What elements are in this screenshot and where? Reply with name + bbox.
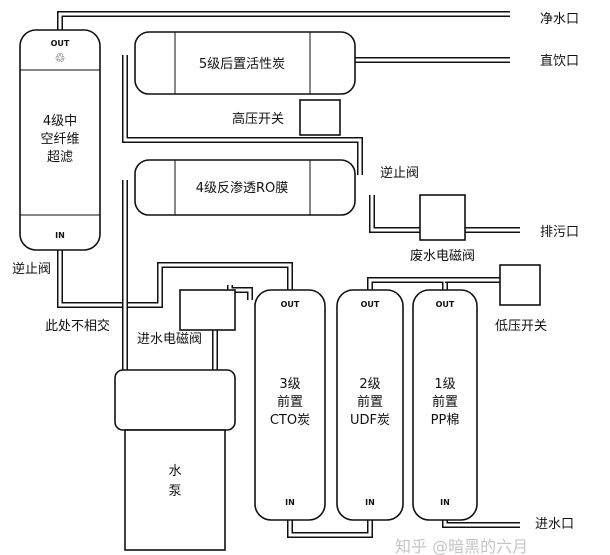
out-label: OUT [436,300,455,309]
inlet-solenoid-valve [179,289,236,331]
pipes [57,11,520,538]
pp-label-2: 前置 [432,394,458,410]
high-pressure-switch [299,99,341,136]
udf-label-2: 前置 [357,394,383,410]
inlet-solenoid-label: 进水电磁阀 [137,332,202,347]
pp-label-1: 1级 [434,377,455,392]
pure-outlet-label: 净水口 [540,12,579,27]
inlet-label: 进水口 [535,517,574,532]
uf-label-3: 超滤 [47,150,73,165]
in-label: IN [440,498,450,507]
cto-label-1: 3级 [279,377,300,392]
pump-label-2: 泵 [168,484,181,499]
pp-label-3: PP棉 [431,413,460,428]
direct-outlet-label: 直饮口 [540,54,579,69]
udf-cartridge: OUT 2级 前置 UDF炭 IN [336,289,404,521]
in-label: IN [365,498,375,507]
post-carbon-label: 5级后置活性炭 [199,57,285,72]
ro-label: 4级反渗透RO膜 [196,181,289,196]
post-carbon-cartridge: 5级后置活性炭 [134,31,356,95]
waste-solenoid-label: 废水电磁阀 [410,248,475,264]
watermark: 知乎 @暗黑的六月 [395,537,528,555]
low-pressure-switch-label: 低压开关 [495,319,547,334]
udf-label-1: 2级 [359,377,380,392]
low-pressure-switch [499,264,541,306]
pump: 水 泵 [114,369,236,551]
out-label: OUT [51,39,70,48]
no-cross-label: 此处不相交 [45,318,110,334]
in-label: IN [55,231,65,240]
uf-cartridge: OUT ♲ 4级中 空纤维 超滤 IN [19,29,101,251]
in-label: IN [285,498,295,507]
recycle-icon: ♲ [55,51,66,65]
pp-cartridge: OUT 1级 前置 PP棉 IN [412,289,478,521]
out-label: OUT [281,300,300,309]
cto-label-2: 前置 [277,394,303,410]
cto-cartridge: OUT 3级 前置 CTO炭 IN [254,289,326,521]
waste-solenoid-valve [419,194,466,241]
uf-label-2: 空纤维 [40,132,79,147]
drain-outlet-label: 排污口 [540,225,579,240]
ro-membrane: 4级反渗透RO膜 [134,159,356,216]
high-pressure-switch-label: 高压开关 [232,111,284,127]
udf-label-3: UDF炭 [350,413,390,428]
check-valve-left-label: 逆止阀 [12,261,51,277]
out-label: OUT [361,300,380,309]
cto-label-3: CTO炭 [270,413,310,428]
uf-label-1: 4级中 [43,114,77,129]
check-valve-right-label: 逆止阀 [380,165,419,181]
pump-label-1: 水 [168,464,181,479]
